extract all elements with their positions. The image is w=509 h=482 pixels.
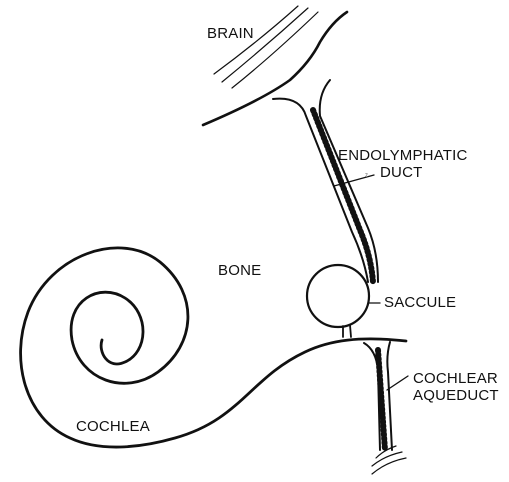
small-mark: z [365,173,368,179]
label-cochlea: COCHLEA [76,418,150,436]
bottom-arcs [372,446,406,474]
label-endolymphatic-line1: ENDOLYMPHATIC [338,147,468,165]
label-saccule: SACCULE [384,294,456,312]
label-bone: BONE [218,262,261,280]
label-brain: BRAIN [207,25,254,43]
label-cochlear-line2: AQUEDUCT [413,387,499,405]
endolymphatic-duct [273,80,378,282]
brain-arcs [214,6,318,88]
cochlear-aqueduct [364,342,392,450]
saccule [307,265,369,327]
label-cochlear-line1: COCHLEAR [413,370,498,388]
label-endolymphatic-line2: DUCT [380,164,422,182]
